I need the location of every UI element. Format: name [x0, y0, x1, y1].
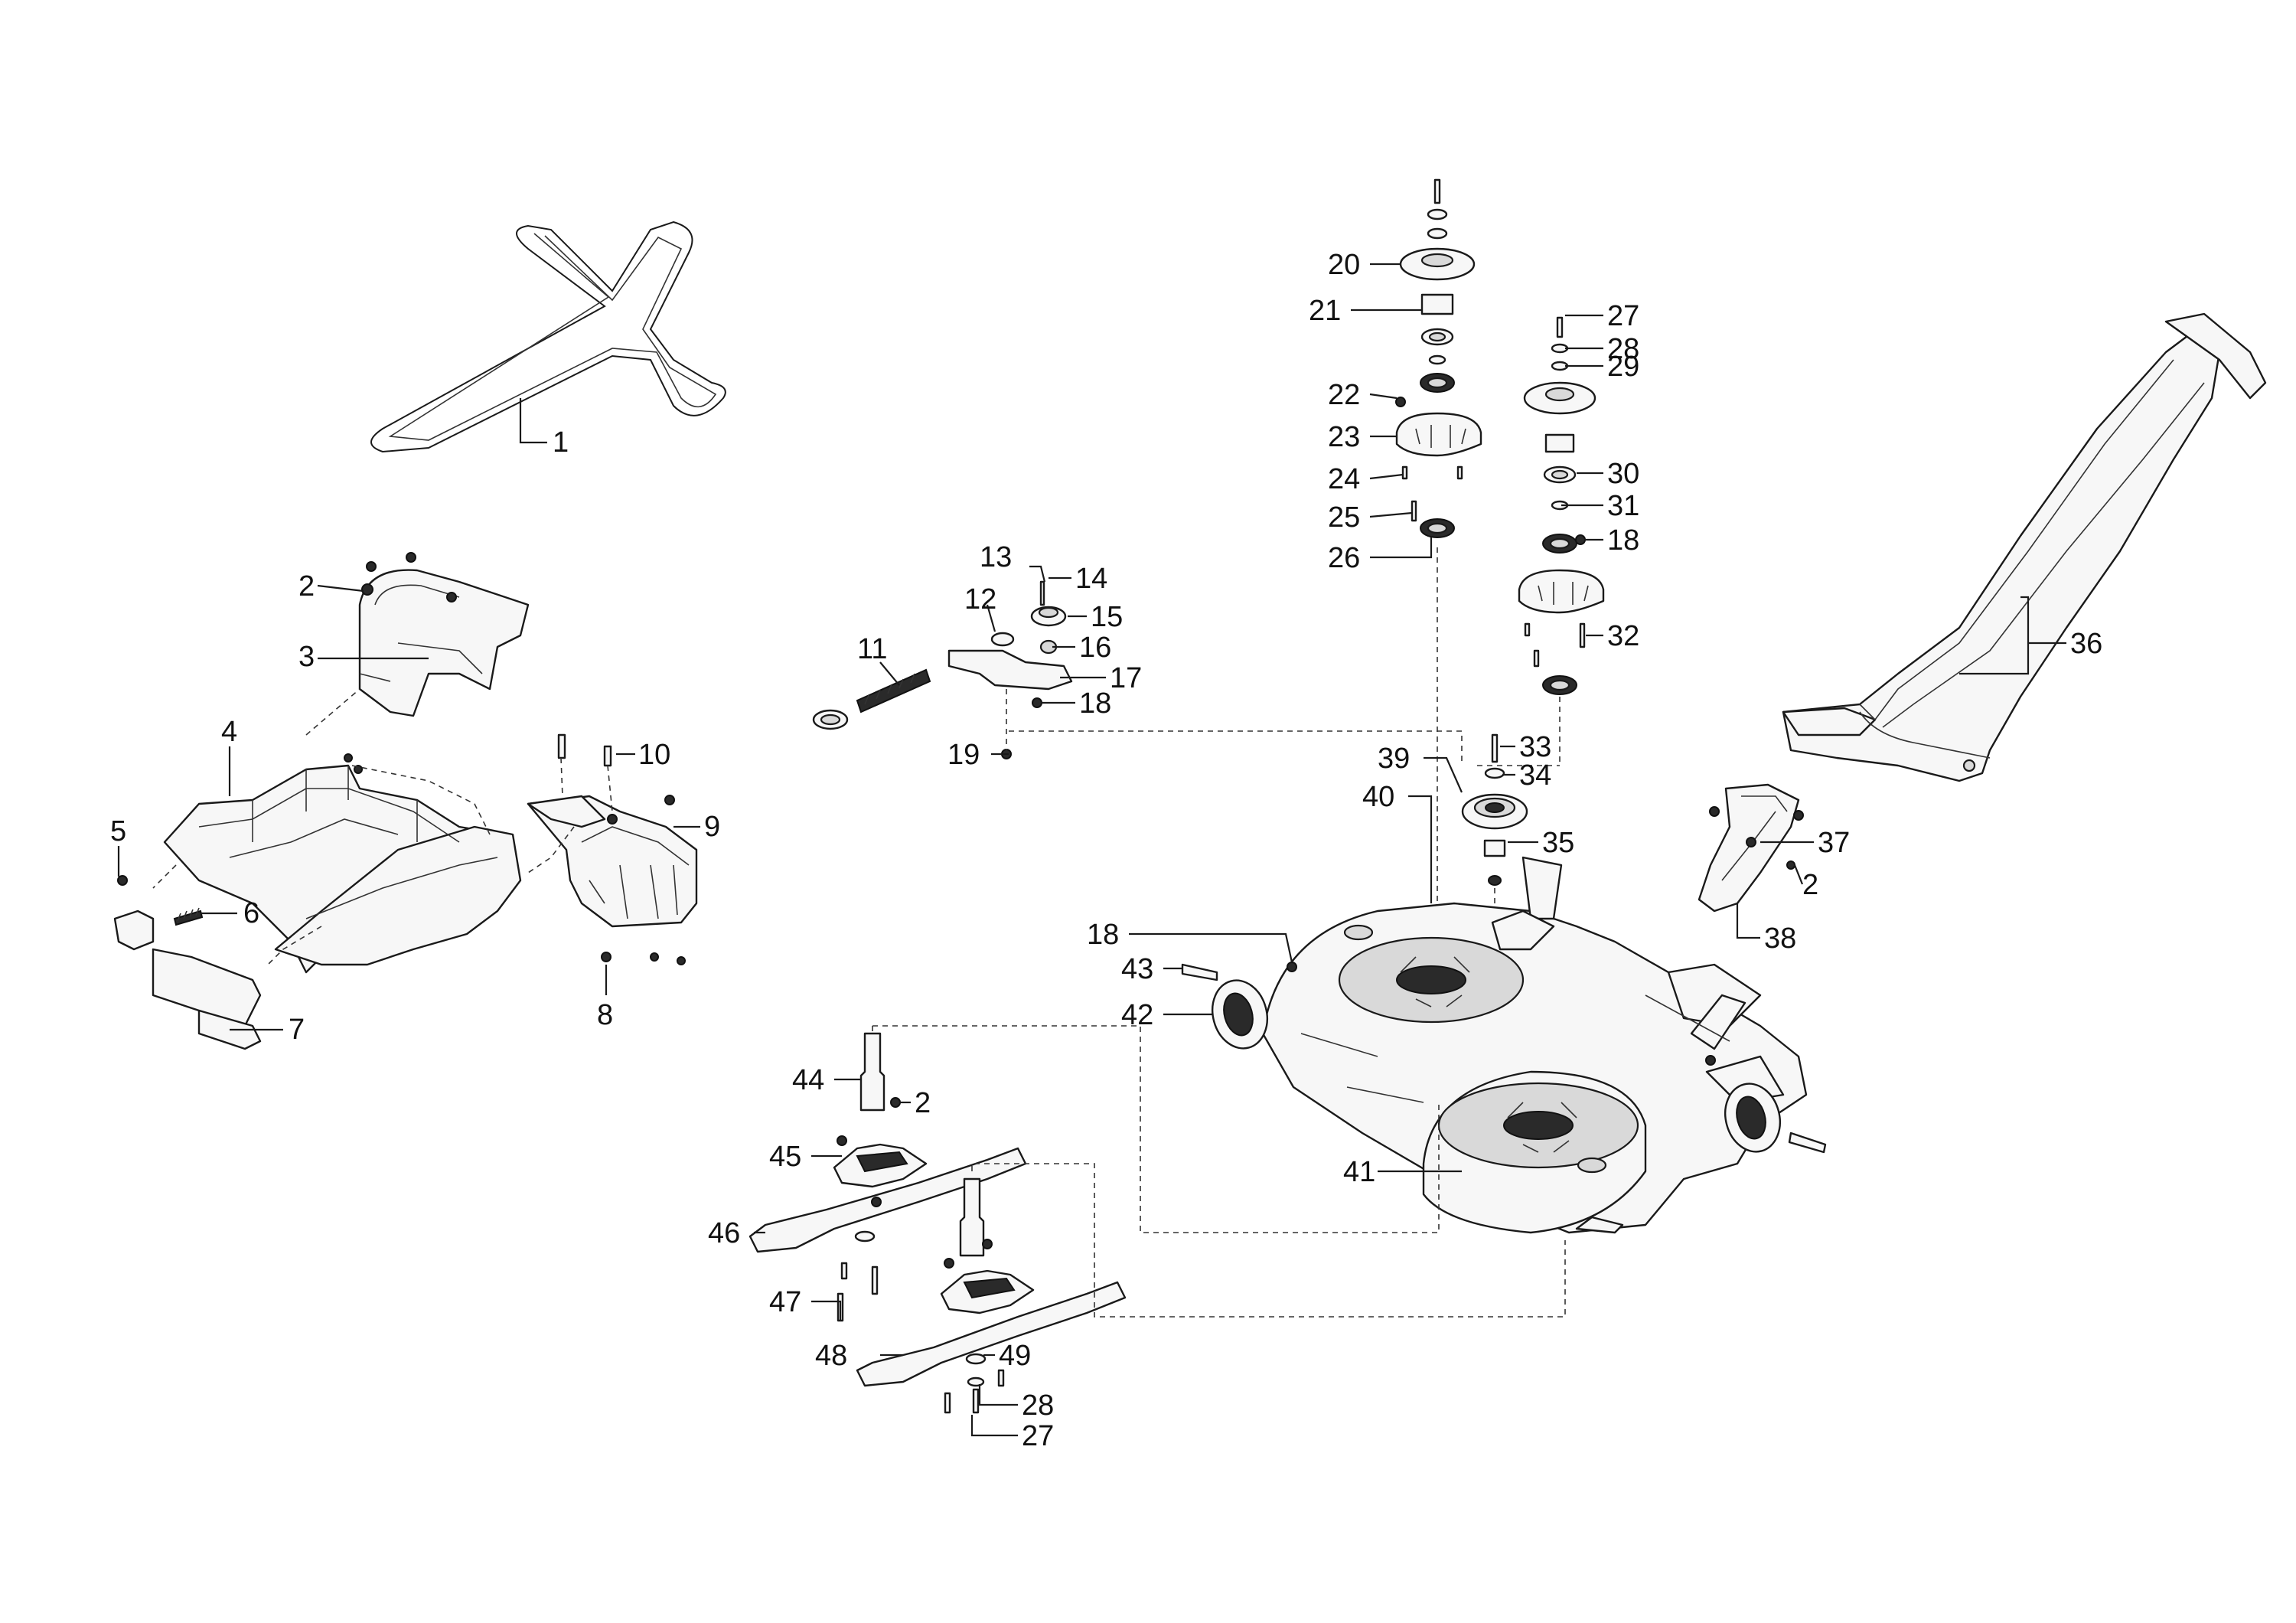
callout-9: 9	[704, 811, 720, 843]
callout-49: 49	[999, 1340, 1031, 1372]
callout-18b: 18	[1607, 524, 1639, 557]
callout-41: 41	[1343, 1156, 1375, 1188]
callout-35: 35	[1542, 827, 1574, 859]
callout-37: 37	[1818, 827, 1850, 859]
callout-27: 27	[1607, 300, 1639, 332]
callout-32: 32	[1607, 620, 1639, 652]
idler-pulley-stack	[1461, 733, 1528, 886]
deck-panel	[163, 753, 522, 974]
callout-45: 45	[769, 1141, 801, 1173]
callout-36: 36	[2070, 628, 2102, 660]
mower-deck	[1261, 856, 1808, 1234]
callout-39: 39	[1378, 743, 1410, 775]
callout-3: 3	[298, 641, 315, 673]
callout-5: 5	[110, 815, 126, 847]
right-spindle-stack	[1518, 316, 1605, 695]
discharge-chute	[1782, 312, 2267, 782]
callout-6: 6	[243, 897, 259, 929]
callout-29: 29	[1607, 351, 1639, 383]
callout-42: 42	[1121, 999, 1153, 1031]
left-spindle-stack	[1395, 178, 1482, 538]
callout-10: 10	[638, 739, 670, 771]
callout-20: 20	[1328, 249, 1360, 281]
callout-46: 46	[708, 1217, 740, 1249]
callout-14: 14	[1075, 563, 1107, 595]
callout-8: 8	[597, 999, 613, 1031]
callout-40: 40	[1362, 781, 1394, 813]
callout-27b: 27	[1022, 1420, 1054, 1452]
callout-15: 15	[1091, 601, 1123, 633]
callout-38: 38	[1764, 923, 1796, 955]
callout-2: 2	[298, 570, 315, 603]
callout-47: 47	[769, 1286, 801, 1318]
callout-31: 31	[1607, 490, 1639, 522]
callout-4: 4	[221, 716, 237, 748]
callout-28b: 28	[1022, 1390, 1054, 1422]
callout-24: 24	[1328, 463, 1360, 495]
idler-arm-assembly	[812, 580, 1073, 759]
belt-cover-upper	[358, 552, 530, 717]
callout-7: 7	[289, 1014, 305, 1046]
callout-30: 30	[1607, 458, 1639, 490]
blade-assembly-left	[748, 1032, 1027, 1322]
callout-2c: 2	[915, 1087, 931, 1119]
callout-12: 12	[964, 583, 996, 616]
callout-34: 34	[1519, 759, 1551, 792]
callout-13: 13	[980, 541, 1012, 573]
deck-wheels	[1181, 962, 1827, 1154]
callout-17: 17	[1110, 662, 1142, 694]
callout-19: 19	[947, 739, 980, 771]
callout-23: 23	[1328, 421, 1360, 453]
callout-11: 11	[857, 633, 887, 665]
callout-18c: 18	[1087, 919, 1119, 951]
side-shield	[527, 733, 698, 965]
chute-bracket	[1698, 783, 1804, 913]
blade-assembly-right	[856, 1177, 1127, 1414]
callout-48: 48	[815, 1340, 847, 1372]
callout-16: 16	[1079, 632, 1111, 664]
callout-22: 22	[1328, 379, 1360, 411]
callout-1: 1	[553, 426, 569, 459]
callout-18: 18	[1079, 687, 1111, 720]
callout-labels: 1 2 3 4 5 6 7 8 9 10 11 12 13 14 15 16 1…	[110, 249, 2102, 1452]
callout-21: 21	[1309, 295, 1341, 327]
callout-25: 25	[1328, 501, 1360, 534]
callout-43: 43	[1121, 953, 1153, 985]
callout-26: 26	[1328, 542, 1360, 574]
drive-belt	[370, 220, 726, 453]
callout-2b: 2	[1802, 869, 1818, 901]
bracket-and-spring	[113, 875, 262, 1050]
callout-28: 28	[1607, 333, 1639, 365]
callout-33: 33	[1519, 731, 1551, 763]
callout-44: 44	[792, 1064, 824, 1096]
